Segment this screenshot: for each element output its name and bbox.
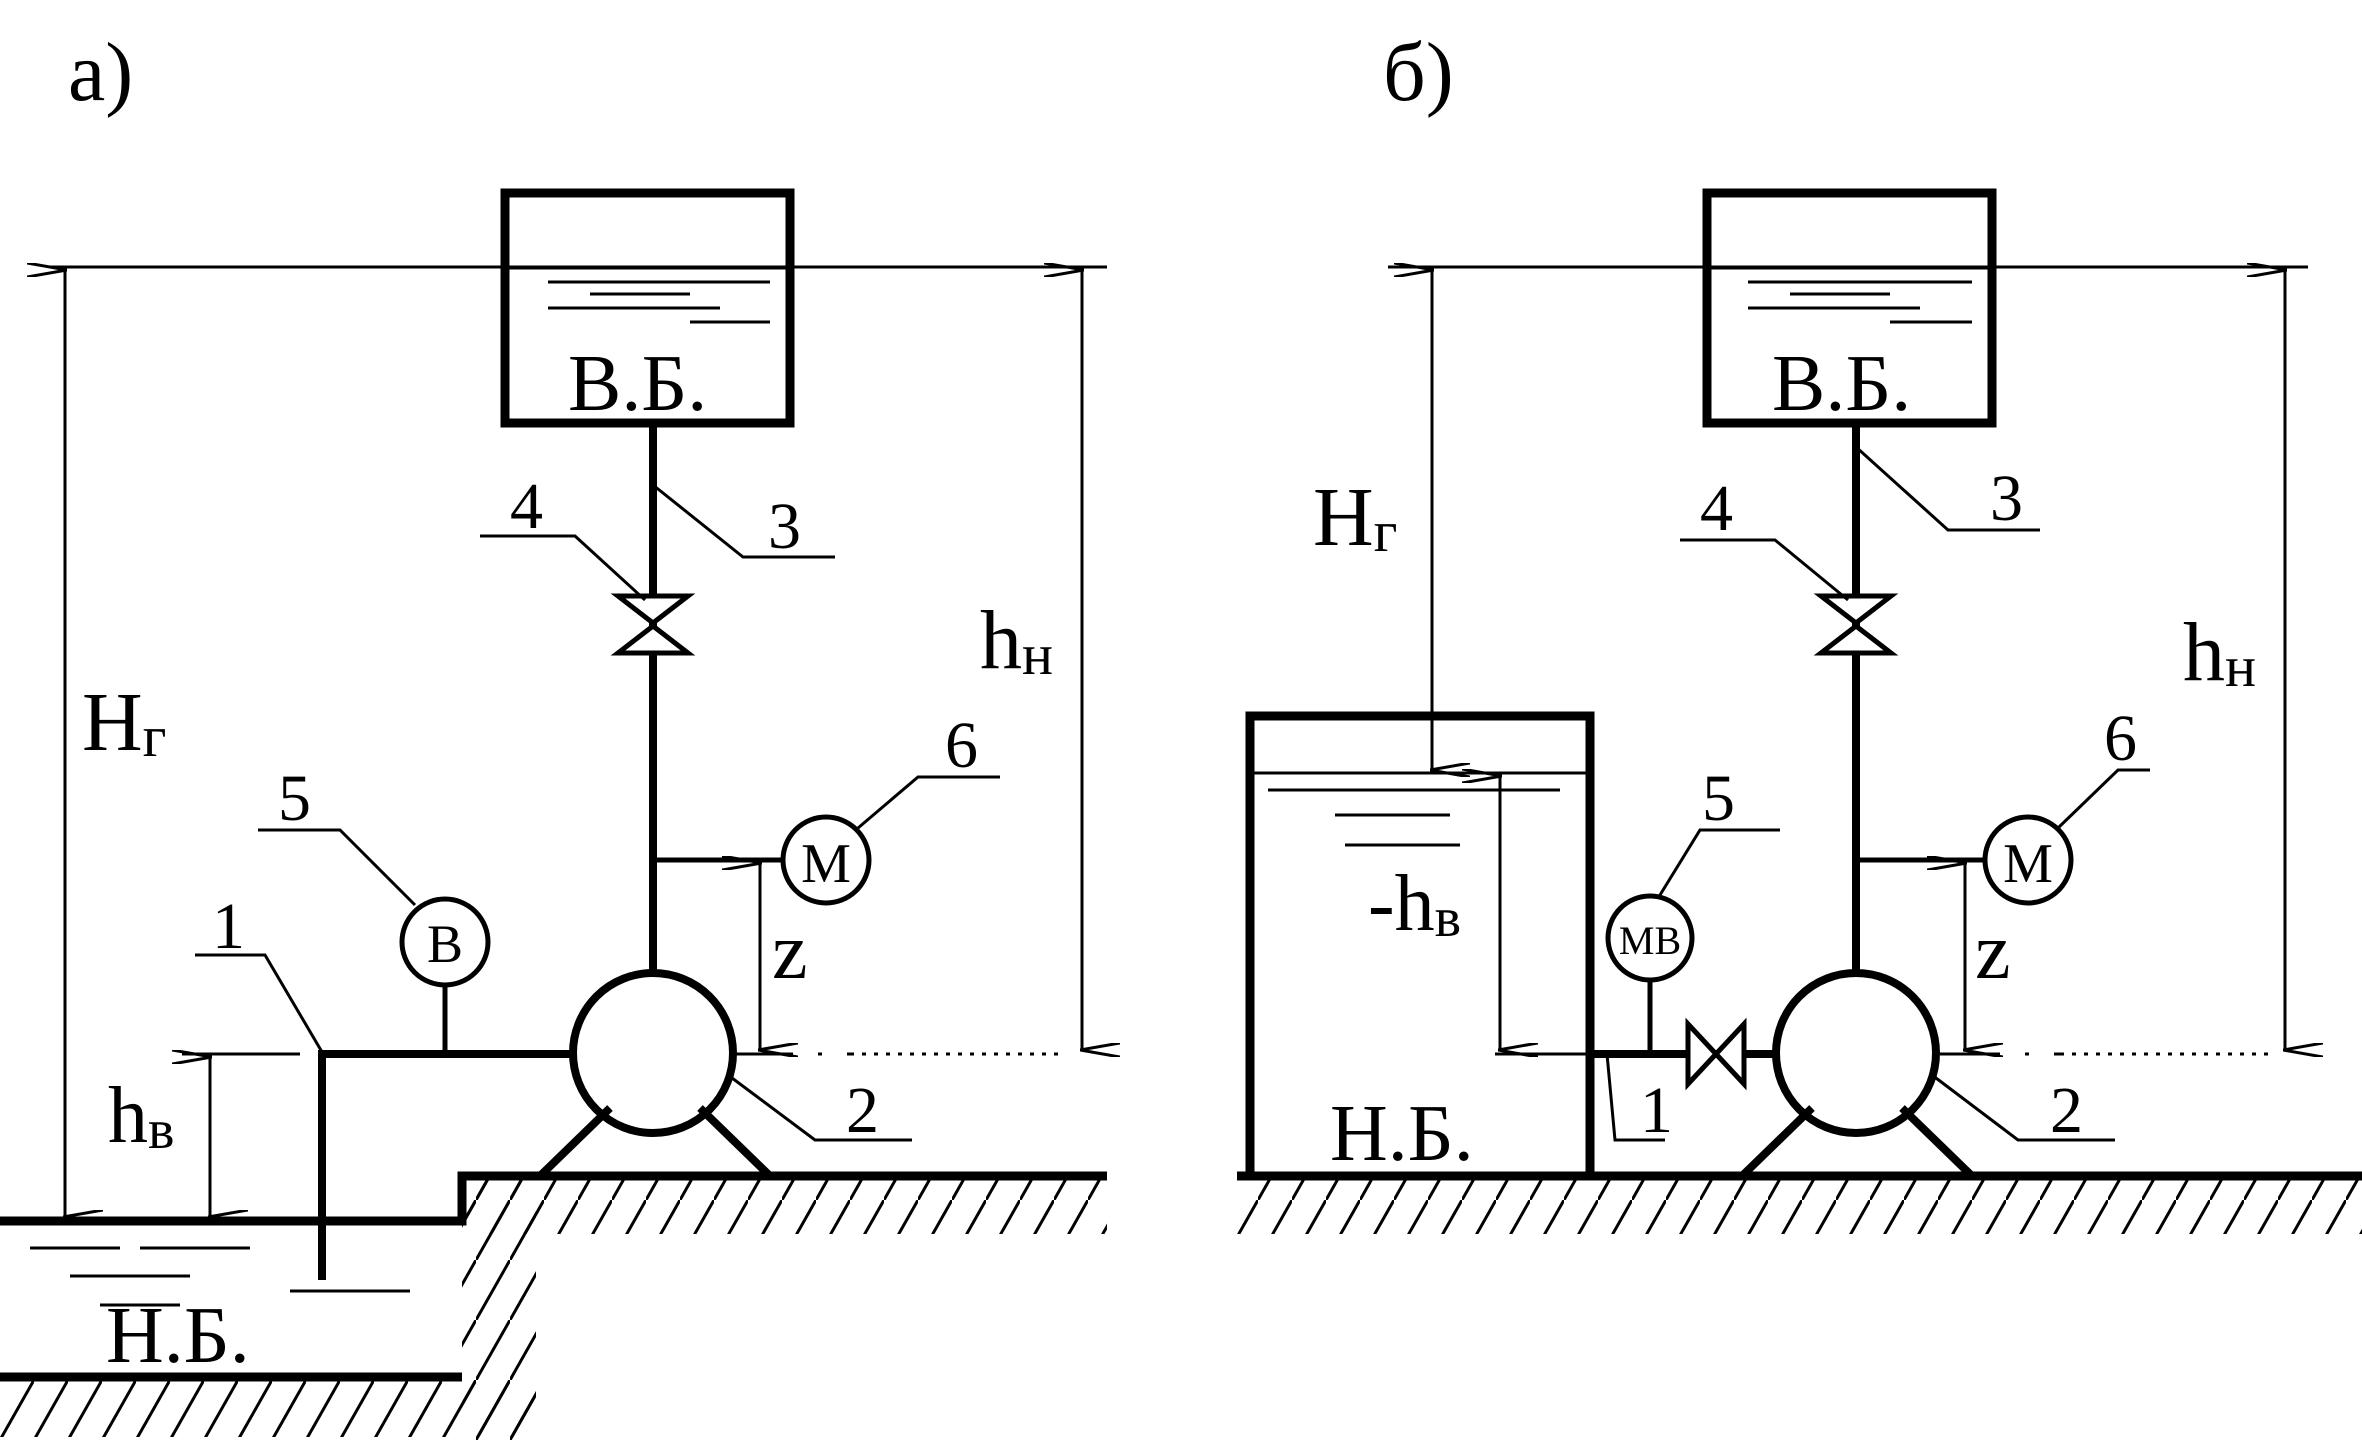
svg-text:hв: hв <box>108 1072 174 1161</box>
svg-text:hн: hн <box>980 594 1053 687</box>
pressure-gauge-letter-a: М <box>801 833 851 895</box>
dimension-hn-a: hн <box>980 270 1082 1050</box>
callout-5-b: 5 <box>1658 762 1780 896</box>
panel-a-label: а) <box>68 26 133 119</box>
dimension-hn-b: hн <box>2183 270 2285 1050</box>
pressure-gauge-letter-b: М <box>2003 833 2053 895</box>
svg-text:4: 4 <box>1700 472 1733 545</box>
svg-text:4: 4 <box>510 470 543 543</box>
callout-5-a: 5 <box>258 762 417 907</box>
dimension-hv-b: -hв <box>1368 776 1500 1050</box>
vacuum-pressure-gauge-b: МВ <box>1605 893 1695 1054</box>
valve-b <box>1813 593 1899 656</box>
callout-4-a: 4 <box>480 470 647 602</box>
svg-text:6: 6 <box>2104 702 2137 775</box>
upper-tank-a: В.Б. <box>500 188 795 428</box>
valve-a <box>610 593 696 656</box>
upper-tank-label-b: В.Б. <box>1772 340 1911 428</box>
svg-text:2: 2 <box>2050 1074 2083 1147</box>
svg-text:2: 2 <box>846 1074 879 1147</box>
dimension-hg-a: Hг <box>65 270 166 1217</box>
dimension-hv-a: hв <box>108 1057 210 1217</box>
svg-text:1: 1 <box>212 890 245 963</box>
vacuum-gauge-letter-a: В <box>427 914 463 974</box>
upper-tank-label-a: В.Б. <box>568 340 707 428</box>
upper-tank-b: В.Б. <box>1702 188 1997 428</box>
svg-text:3: 3 <box>1990 462 2023 535</box>
ground-a <box>0 1171 1107 1440</box>
svg-text:Hг: Hг <box>1313 471 1397 564</box>
callout-3-a: 3 <box>652 483 835 563</box>
callout-6-b: 6 <box>2056 702 2150 830</box>
callout-6-a: 6 <box>857 709 1000 830</box>
callout-2-b: 2 <box>1931 1073 2115 1147</box>
svg-text:6: 6 <box>945 709 978 782</box>
vacuum-pressure-gauge-letter-b: МВ <box>1619 918 1681 963</box>
svg-text:-hв: -hв <box>1368 860 1461 949</box>
lower-tank-label-a: Н.Б. <box>106 1292 250 1380</box>
callout-2-a: 2 <box>727 1073 912 1147</box>
panel-b: б) Н.Б. В.Б. <box>1237 26 2362 1234</box>
svg-text:hн: hн <box>2183 606 2256 699</box>
svg-text:5: 5 <box>1702 762 1735 835</box>
ground-b <box>1237 1171 2362 1234</box>
lower-reservoir-a: Н.Б. <box>0 1219 462 1380</box>
lower-tank-label-b: Н.Б. <box>1330 1090 1474 1178</box>
svg-text:5: 5 <box>278 762 311 835</box>
svg-text:1: 1 <box>1640 1074 1673 1147</box>
callout-1-b: 1 <box>1605 1053 1673 1147</box>
pump-b <box>1739 969 1975 1179</box>
suction-valve-b <box>1685 1017 1747 1091</box>
dimension-z-label-b: z <box>1975 908 2011 996</box>
dimension-z-a: z <box>760 863 808 1050</box>
lower-tank-b: Н.Б. <box>1245 711 1595 1178</box>
panel-a: а) Н.Б. В.Б. <box>0 26 1107 1440</box>
vacuum-gauge-a: В <box>399 896 491 1054</box>
svg-text:Hг: Hг <box>82 676 166 769</box>
pump-a <box>537 969 773 1179</box>
suction-pipe-a <box>318 1050 572 1280</box>
panel-b-label: б) <box>1383 26 1454 119</box>
callout-1-a: 1 <box>195 890 324 1053</box>
dimension-z-b: z <box>1965 863 2011 1050</box>
dimension-hg-b: Hг <box>1313 270 1432 770</box>
dimension-z-label-a: z <box>772 908 808 996</box>
callout-3-b: 3 <box>1854 445 2040 535</box>
svg-text:3: 3 <box>768 490 801 563</box>
callout-4-b: 4 <box>1680 472 1849 602</box>
